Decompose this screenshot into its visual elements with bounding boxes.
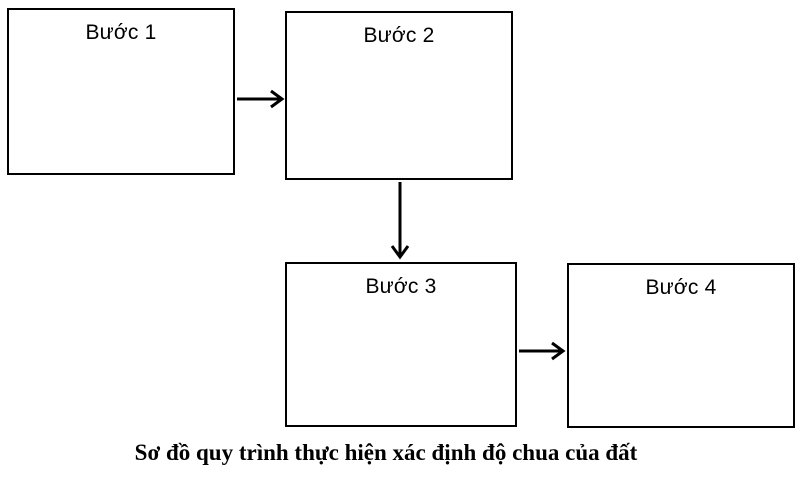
step-box-1-label: Bước 1: [85, 21, 157, 44]
step-box-1: Bước 1: [7, 8, 235, 175]
diagram-caption: Sơ đồ quy trình thực hiện xác định độ ch…: [134, 440, 638, 465]
step-box-4: Bước 4: [567, 263, 795, 428]
step-box-3-label: Bước 3: [365, 275, 437, 298]
step-box-2: Bước 2: [285, 11, 513, 180]
step-box-4-label: Bước 4: [645, 276, 717, 299]
step-box-3: Bước 3: [285, 262, 517, 427]
step-box-2-label: Bước 2: [363, 24, 435, 47]
